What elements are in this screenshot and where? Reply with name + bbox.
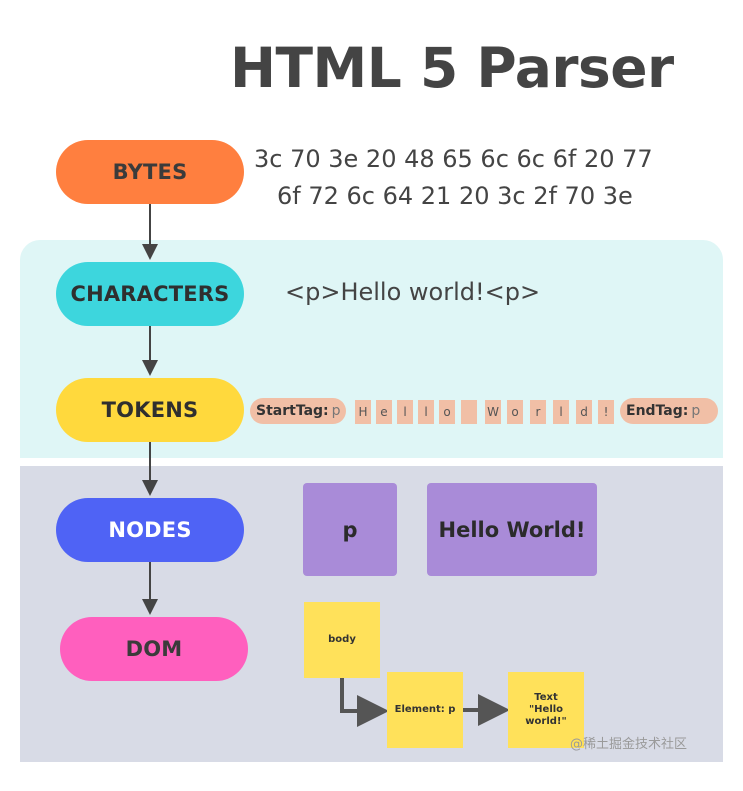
token-end-tag: EndTag: p — [620, 398, 718, 424]
characters-text: <p>Hello world!<p> — [285, 278, 541, 306]
stage-characters: CHARACTERS — [56, 262, 244, 326]
token-char: l — [397, 400, 413, 424]
token-char: l — [553, 400, 569, 424]
node-text: Hello World! — [427, 483, 597, 576]
watermark: @稀土掘金技术社区 — [570, 737, 688, 752]
token-char: o — [507, 400, 523, 424]
stage-nodes: NODES — [56, 498, 244, 562]
token-char: l — [418, 400, 434, 424]
dom-text-label: Text — [534, 692, 558, 703]
token-char: W — [485, 400, 501, 424]
token-char: H — [355, 400, 371, 424]
dom-body-node: body — [304, 602, 380, 678]
token-char: r — [530, 400, 546, 424]
bytes-hex-line-1: 3c 70 3e 20 48 65 6c 6c 6f 20 77 — [254, 145, 653, 173]
dom-text-node: Text "Hello world!" — [508, 672, 584, 748]
stage-tokens: TOKENS — [56, 378, 244, 442]
token-start-label: StartTag: — [256, 403, 329, 419]
bytes-hex-line-2: 6f 72 6c 64 21 20 3c 2f 70 3e — [277, 182, 633, 210]
token-char — [461, 400, 477, 424]
token-char: ! — [598, 400, 614, 424]
arrow-body-to-element — [340, 678, 389, 727]
token-end-value: p — [691, 403, 701, 419]
token-char: o — [439, 400, 455, 424]
node-p: p — [303, 483, 397, 576]
token-char: d — [576, 400, 592, 424]
page-title: HTML 5 Parser — [230, 36, 674, 100]
token-end-label: EndTag: — [626, 403, 689, 419]
dom-text-value: "Hello world!" — [525, 704, 567, 727]
dom-element-node: Element: p — [387, 672, 463, 748]
token-start-value: p — [331, 403, 341, 419]
stage-bytes: BYTES — [56, 140, 244, 204]
stage-dom: DOM — [60, 617, 248, 681]
token-char: e — [376, 400, 392, 424]
token-start-tag: StartTag: p — [250, 398, 346, 424]
